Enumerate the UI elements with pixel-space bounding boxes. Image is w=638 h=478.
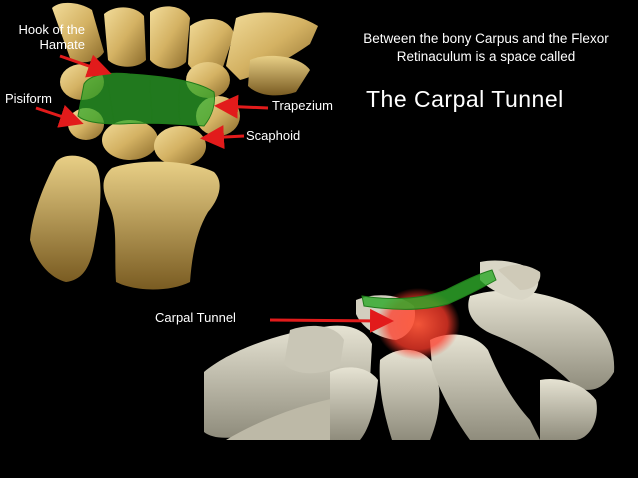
wrist-3d-render (30, 2, 318, 290)
hook-arrow (59, 54, 112, 78)
hook-of-hamate-label: Hook of the Hamate (5, 22, 86, 52)
scaphoid-label: Scaphoid (246, 128, 301, 143)
wrist-bone-photo (204, 260, 615, 440)
scaphoid-arrow (200, 125, 245, 150)
hook-label-line2: Hamate (39, 37, 85, 52)
hook-label-line1: Hook of the (18, 22, 86, 37)
carpal-tunnel-pointer-label: Carpal Tunnel (155, 310, 236, 325)
description-text: Between the bony Carpus and the Flexor R… (363, 31, 609, 64)
pointer-arrows (35, 54, 394, 333)
pisiform-label: Pisiform (5, 91, 52, 106)
pisiform-arrow (35, 104, 84, 128)
page-title: The Carpal Tunnel (366, 86, 564, 112)
carpal-tunnel-arrow (269, 308, 394, 333)
trapezium-arrow (214, 94, 269, 119)
trapezium-label: Trapezium (272, 98, 333, 113)
